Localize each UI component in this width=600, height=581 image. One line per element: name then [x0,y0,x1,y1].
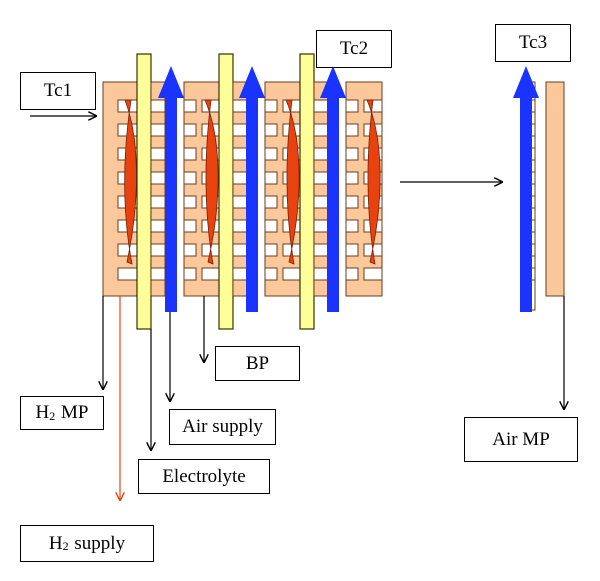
tc3-label: Tc3 [495,24,571,62]
air-supply-label: Air supply [169,409,276,445]
air-mp-label: Air MP [464,417,578,462]
air-supply-label-text: Air supply [182,416,263,437]
air-flow-arrow [513,66,539,312]
tc2-label-text: Tc2 [339,38,369,59]
electrolyte-label-text: Electrolyte [162,465,246,487]
air-flow-arrow [239,66,265,312]
bipolar-plate [545,81,565,297]
tc1-label: Tc1 [20,72,96,110]
tc1-label-text: Tc1 [43,80,73,101]
single-cell-unit [513,66,565,312]
h2-supply-prefix: H [48,532,63,554]
h2-mp-suffix: MP [56,402,89,423]
air-flow-arrow [320,66,346,312]
membrane-electrolyte [136,53,152,330]
electrolyte-label: Electrolyte [138,459,270,494]
h2-mp-subscript: 2 [49,408,56,423]
membrane-electrolyte [218,53,234,330]
bp-label-text: BP [245,352,270,374]
stack-unit-2 [183,53,265,330]
stack-unit-3 [264,53,346,330]
h2-supply-suffix: supply [69,532,126,554]
stack-unit-1 [102,53,184,330]
end-plate [345,81,383,297]
connection-lines [30,116,564,450]
flow-channels [150,81,166,297]
h2-supply-subscript: 2 [62,539,69,553]
hydrogen-flow-curve [124,99,137,265]
hydrogen-flow-curve [285,99,300,265]
bp-label: BP [215,346,300,381]
tc3-label-text: Tc3 [518,32,548,53]
tc2-label: Tc2 [316,30,392,68]
h2-mp-prefix: H [35,402,50,423]
hydrogen-flow-curve [204,99,219,265]
hydrogen-flow-curve [366,99,381,265]
membrane-electrolyte [299,53,315,330]
air-mp-label-text: Air MP [492,428,550,450]
air-flow-arrow [158,66,184,312]
